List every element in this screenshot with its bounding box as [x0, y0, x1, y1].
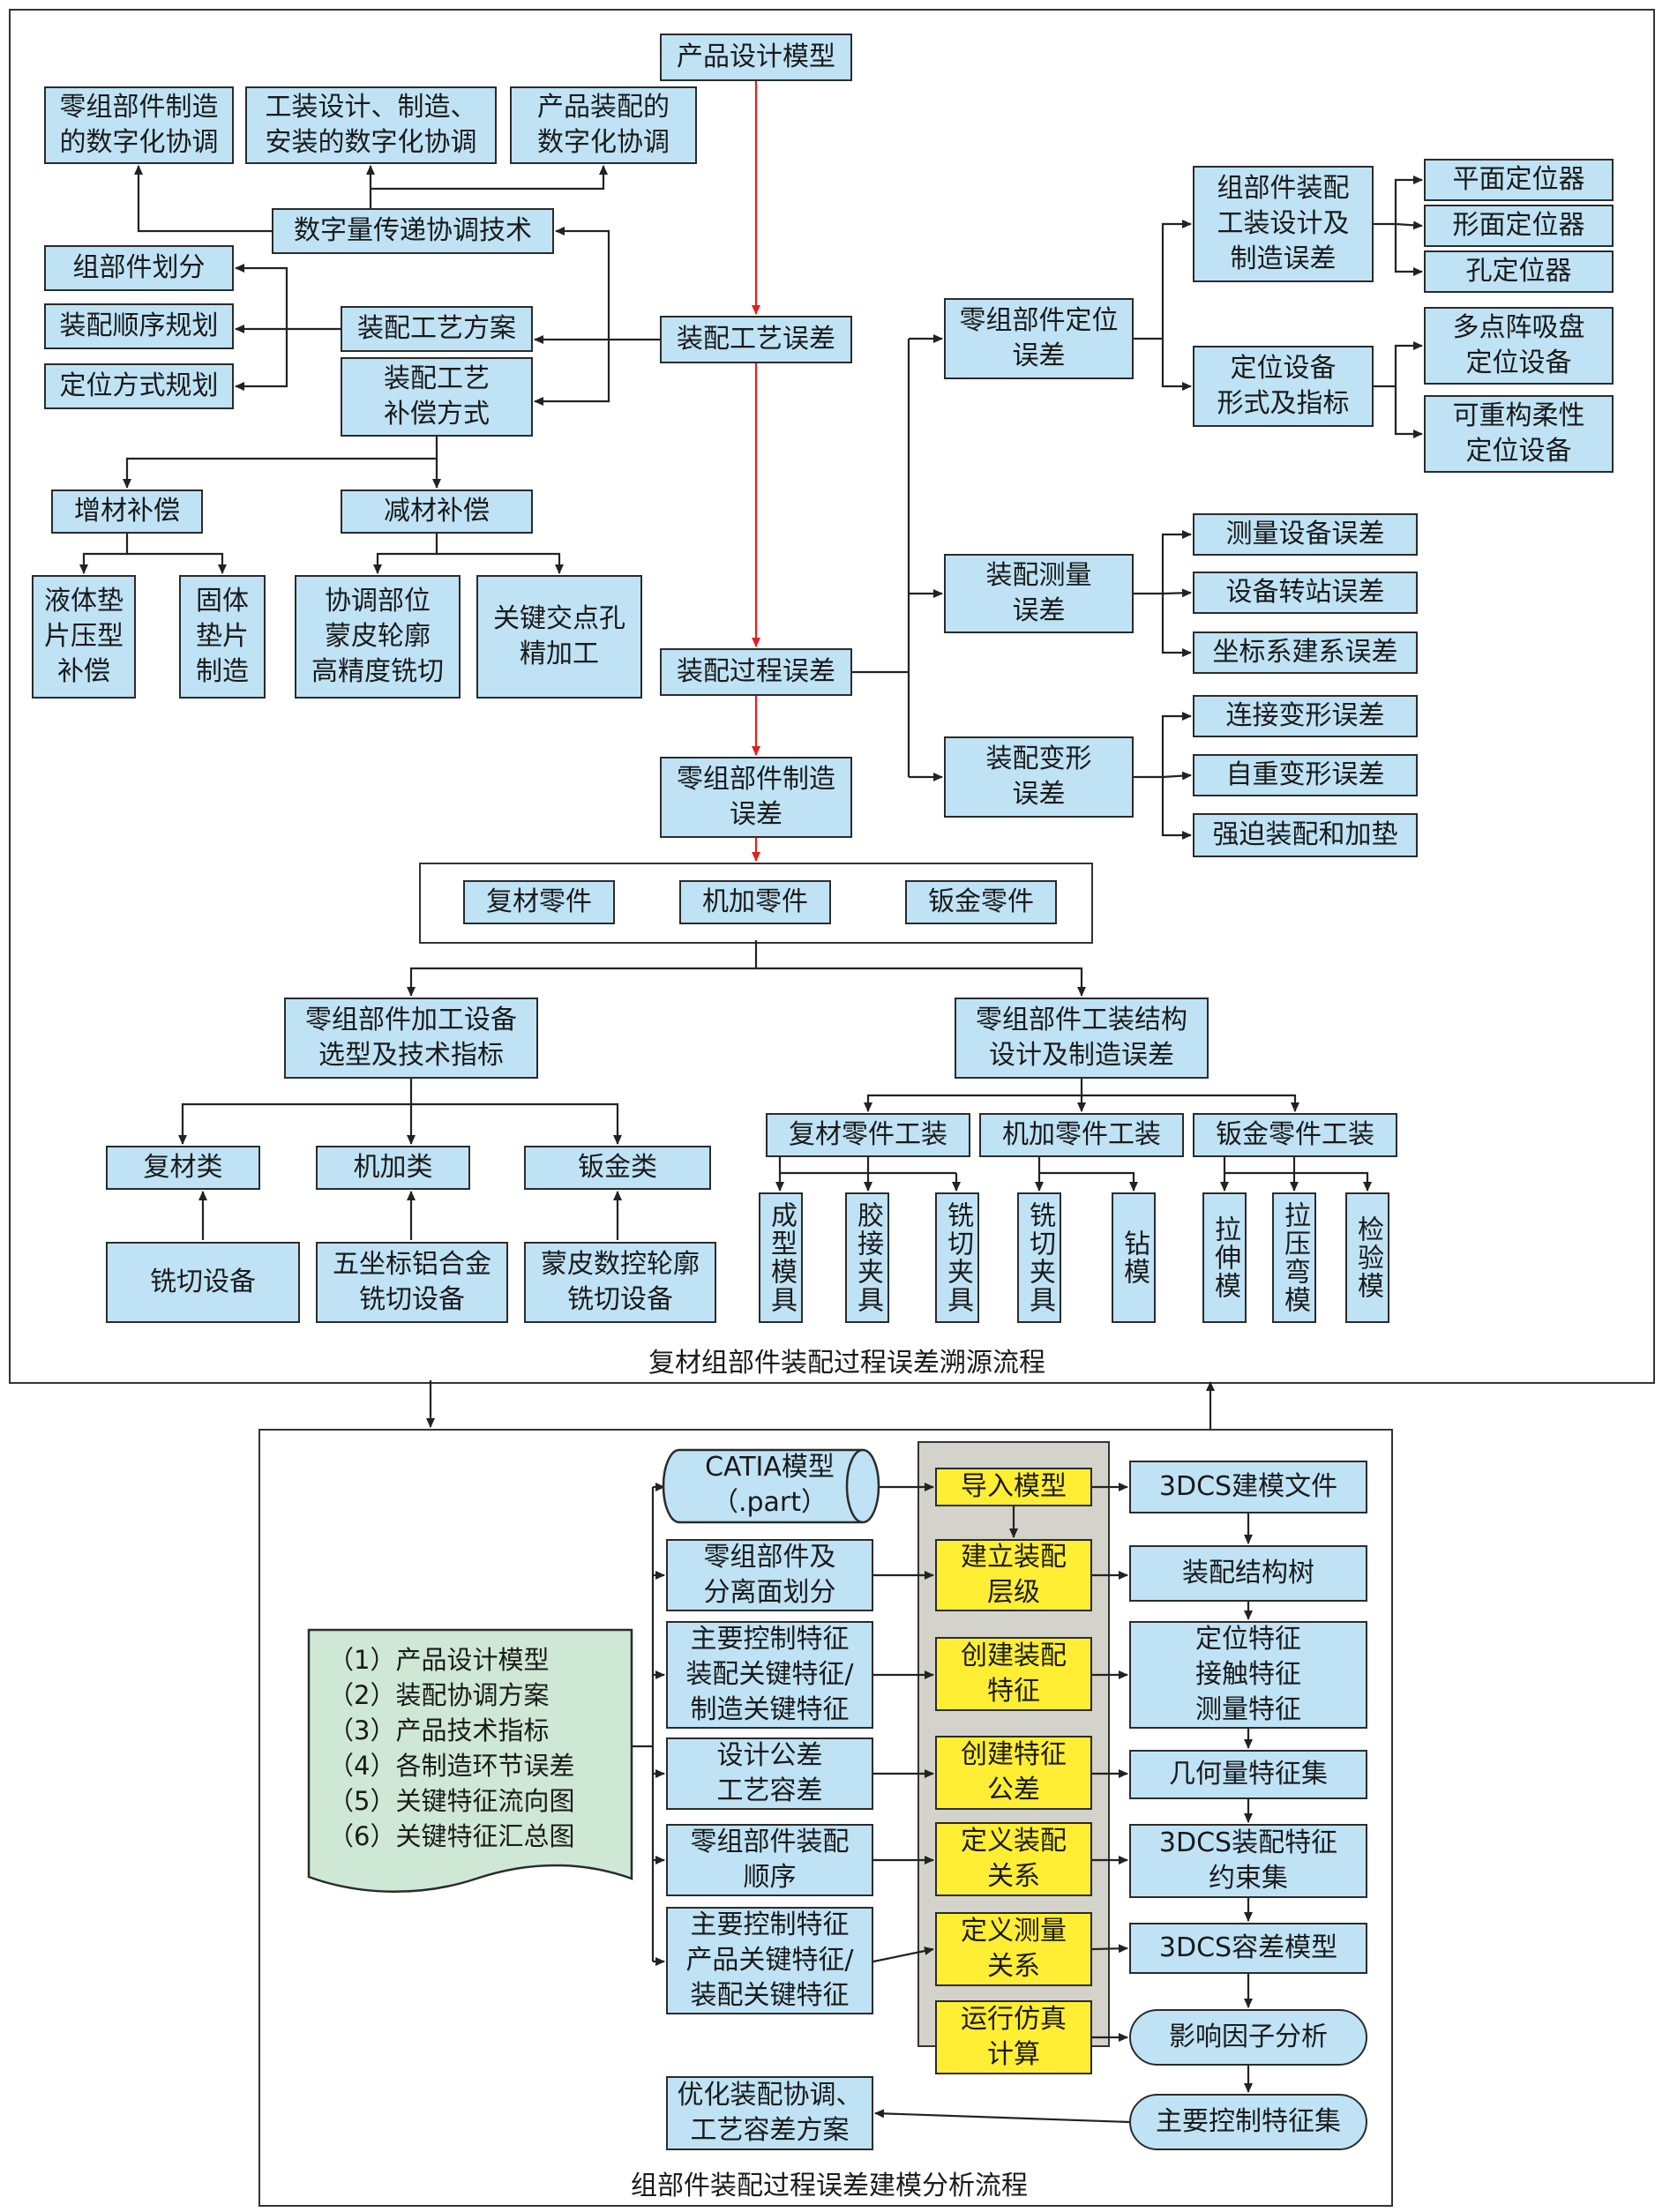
bottom-section-caption: 组部件装配过程误差建模分析流程 [631, 2171, 1028, 2201]
step-define-measurements: 定义测量 关系 [935, 1912, 1092, 1986]
output-feature-sets: 定位特征 接触特征 测量特征 [1129, 1621, 1367, 1729]
design-and-process-tolerance: 设计公差 工艺容差 [666, 1737, 873, 1810]
tooling-structure-error: 零组部件工装结构 设计及制造误差 [955, 998, 1209, 1079]
digital-transfer-tech: 数字量传递协调技术 [272, 208, 554, 254]
hole-locator: 孔定位器 [1424, 250, 1614, 293]
output-geometric-features: 几何量特征集 [1129, 1750, 1367, 1799]
positioning-plan: 定位方式规划 [44, 363, 234, 409]
step-run-simulation: 运行仿真 计算 [935, 2000, 1092, 2074]
optimized-scheme: 优化装配协调、 工艺容差方案 [666, 2076, 873, 2150]
fixture-design-mfg-error: 组部件装配 工装设计及 制造误差 [1193, 166, 1374, 282]
step-define-assembly-relations: 定义装配 关系 [935, 1822, 1092, 1896]
machined-part: 机加零件 [679, 880, 831, 924]
skin-contour-milling: 协调部位 蒙皮轮廓 高精度铣切 [295, 575, 461, 699]
output-tolerance-model: 3DCS容差模型 [1129, 1923, 1367, 1974]
skin-nc-milling-equipment: 蒙皮数控轮廓 铣切设备 [524, 1242, 716, 1323]
step-create-features: 创建装配 特征 [935, 1637, 1092, 1711]
step-create-tolerances: 创建特征 公差 [935, 1736, 1092, 1810]
assembly-sequence-plan: 装配顺序规划 [44, 303, 234, 349]
subtractive-compensation: 减材补偿 [341, 489, 533, 534]
part-positioning-error: 零组部件定位 误差 [944, 298, 1134, 379]
station-transfer-error: 设备转站误差 [1193, 572, 1418, 614]
five-axis-milling-equipment: 五坐标铝合金 铣切设备 [316, 1242, 508, 1323]
milling-fixture-machined: 铣切夹具 [1017, 1192, 1061, 1323]
stretch-die: 拉伸模 [1202, 1192, 1247, 1323]
deformation-error: 装配变形 误差 [944, 736, 1134, 818]
part-assembly-sequence: 零组部件装配 顺序 [666, 1824, 873, 1896]
bonding-fixture: 胶接夹具 [845, 1192, 889, 1323]
sheet-metal-part: 钣金零件 [905, 880, 1057, 924]
output-3dcs-file: 3DCS建模文件 [1129, 1461, 1367, 1513]
assembly-process-error: 装配工艺误差 [660, 316, 852, 363]
parts-and-separation-division: 零组部件及 分离面划分 [666, 1539, 873, 1611]
category-sheet-metal: 钣金类 [524, 1146, 711, 1190]
positioning-equipment: 定位设备 形式及指标 [1193, 346, 1374, 427]
product-design-model: 产品设计模型 [660, 34, 852, 81]
forming-mold: 成型模具 [759, 1192, 803, 1323]
drill-jig: 钻模 [1112, 1192, 1156, 1323]
machining-equipment-selection: 零组部件加工设备 选型及技术指标 [284, 998, 538, 1079]
milling-fixture-composite: 铣切夹具 [935, 1192, 979, 1323]
surface-locator: 形面定位器 [1424, 205, 1614, 247]
inspection-die: 检验模 [1345, 1192, 1389, 1323]
gravity-deformation-error: 自重变形误差 [1193, 754, 1418, 796]
sheet-metal-part-tooling: 钣金零件工装 [1193, 1113, 1397, 1157]
input-document-list: （1）产品设计模型 （2）装配协调方案 （3）产品技术指标 （4）各制造环节误差… [328, 1645, 575, 1851]
forced-assembly-shimming: 强迫装配和加垫 [1193, 813, 1418, 857]
assembly-procedure-error: 装配过程误差 [660, 648, 852, 696]
machined-part-tooling: 机加零件工装 [979, 1113, 1184, 1157]
coordinate-system-error: 坐标系建系误差 [1193, 631, 1418, 674]
coord-product-assembly: 产品装配的 数字化协调 [510, 86, 697, 164]
composite-part-tooling: 复材零件工装 [766, 1113, 970, 1157]
output-factor-analysis: 影响因子分析 [1129, 2009, 1367, 2066]
top-section-frame [9, 9, 1655, 1384]
flexible-positioner: 可重构柔性 定位设备 [1424, 395, 1614, 473]
press-bend-die: 拉压弯模 [1272, 1192, 1316, 1323]
category-composite: 复材类 [106, 1146, 260, 1190]
key-hole-finishing: 关键交点孔 精加工 [476, 575, 642, 699]
composite-part: 复材零件 [463, 880, 615, 924]
output-main-features: 主要控制特征集 [1129, 2094, 1367, 2150]
catia-model: CATIA模型 （.part） [705, 1452, 835, 1518]
output-constraint-set: 3DCS装配特征 约束集 [1129, 1824, 1367, 1898]
suction-cup-positioner: 多点阵吸盘 定位设备 [1424, 307, 1614, 385]
step-import-model: 导入模型 [935, 1468, 1092, 1506]
key-characteristics-input: 主要控制特征 装配关键特征/ 制造关键特征 [666, 1621, 873, 1729]
category-machined: 机加类 [316, 1146, 470, 1190]
step-build-hierarchy: 建立装配 层级 [935, 1539, 1092, 1611]
measuring-equipment-error: 测量设备误差 [1193, 513, 1418, 556]
bottom-section-frame [258, 1429, 1393, 2207]
measurement-error: 装配测量 误差 [944, 554, 1134, 633]
additive-compensation: 增材补偿 [51, 489, 203, 534]
solid-shim-manufacture: 固体 垫片 制造 [179, 575, 266, 699]
coord-part-mfg: 零组部件制造 的数字化协调 [44, 86, 234, 164]
coord-tooling: 工装设计、制造、 安装的数字化协调 [245, 86, 497, 164]
output-assembly-tree: 装配结构树 [1129, 1545, 1367, 1602]
process-compensation: 装配工艺 补偿方式 [341, 357, 533, 437]
milling-equipment: 铣切设备 [106, 1242, 300, 1323]
component-division: 组部件划分 [44, 245, 234, 291]
part-manufacturing-error: 零组部件制造 误差 [660, 757, 852, 838]
assembly-process-plan: 装配工艺方案 [341, 306, 533, 352]
plane-locator: 平面定位器 [1424, 159, 1614, 201]
top-section-caption: 复材组部件装配过程误差溯源流程 [648, 1348, 1045, 1379]
joint-deformation-error: 连接变形误差 [1193, 695, 1418, 737]
liquid-shim-compensation: 液体垫 片压型 补偿 [32, 575, 136, 699]
product-key-characteristics: 主要控制特征 产品关键特征/ 装配关键特征 [666, 1907, 873, 2014]
